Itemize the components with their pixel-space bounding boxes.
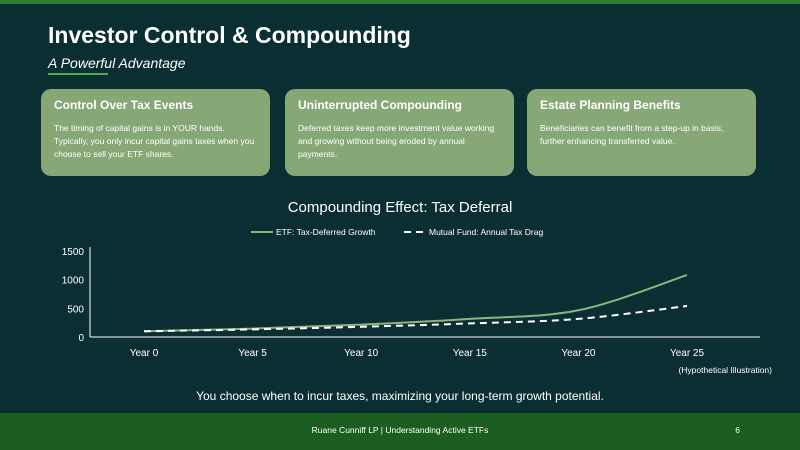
y-tick-label: 1500 bbox=[62, 247, 85, 258]
slide-subtitle: A Powerful Advantage bbox=[48, 55, 186, 71]
card-title: Estate Planning Benefits bbox=[540, 98, 681, 112]
card-text: Deferred taxes keep more investment valu… bbox=[298, 123, 495, 159]
x-tick-label: Year 0 bbox=[130, 348, 159, 359]
card-text: Beneficiaries can benefit from a step-up… bbox=[540, 123, 724, 146]
page-number: 6 bbox=[735, 425, 740, 435]
slide-title: Investor Control & Compounding bbox=[48, 22, 411, 48]
x-tick-label: Year 10 bbox=[344, 348, 379, 359]
card-compounding: Uninterrupted Compounding Deferred taxes… bbox=[285, 89, 514, 176]
top-accent-bar bbox=[0, 0, 800, 4]
x-tick-label: Year 25 bbox=[670, 348, 705, 359]
card-title: Control Over Tax Events bbox=[54, 98, 194, 112]
card-tax-events: Control Over Tax Events The timing of ca… bbox=[41, 89, 270, 176]
series-line-0 bbox=[143, 274, 688, 333]
y-tick-label: 1000 bbox=[62, 276, 85, 287]
legend-label: ETF: Tax-Deferred Growth bbox=[276, 227, 376, 237]
subtitle-underline bbox=[48, 73, 108, 75]
footer-text: Ruane Cunniff LP | Understanding Active … bbox=[311, 425, 489, 435]
x-tick-label: Year 5 bbox=[238, 348, 267, 359]
chart-title: Compounding Effect: Tax Deferral bbox=[287, 199, 513, 216]
card-estate-planning: Estate Planning Benefits Beneficiaries c… bbox=[527, 89, 756, 176]
y-tick-label: 500 bbox=[67, 304, 84, 315]
card-text: The timing of capital gains is in YOUR h… bbox=[54, 123, 255, 159]
x-tick-label: Year 15 bbox=[453, 348, 488, 359]
legend-label: Mutual Fund: Annual Tax Drag bbox=[429, 227, 543, 237]
series-line-1 bbox=[143, 305, 688, 333]
card-title: Uninterrupted Compounding bbox=[298, 98, 462, 112]
footer-bar: Ruane Cunniff LP | Understanding Active … bbox=[0, 413, 800, 450]
x-tick-label: Year 20 bbox=[561, 348, 596, 359]
y-tick-label: 0 bbox=[78, 333, 84, 344]
chart-caption: You choose when to incur taxes, maximizi… bbox=[196, 389, 604, 403]
hypothetical-note: (Hypothetical Illustration) bbox=[678, 365, 772, 375]
